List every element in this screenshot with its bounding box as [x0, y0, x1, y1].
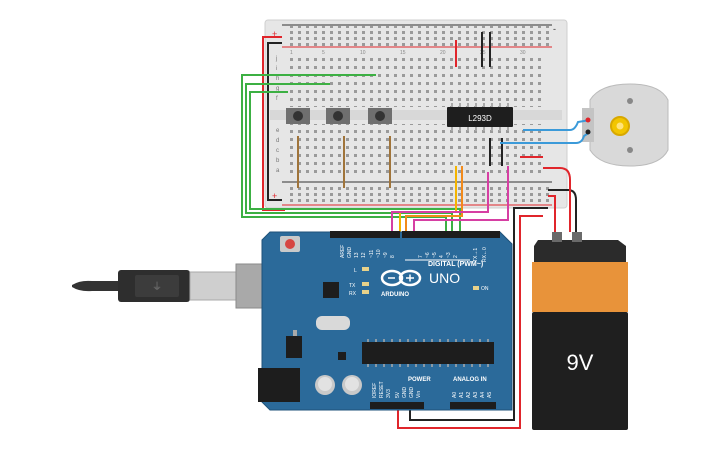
svg-text:3V3: 3V3 [386, 389, 392, 398]
pushbutton[interactable] [326, 108, 350, 124]
svg-text:~11: ~11 [369, 250, 375, 258]
column-number: 20 [440, 50, 446, 56]
digital-header-label: DIGITAL (PWM~) [428, 261, 483, 268]
center-channel [270, 110, 562, 120]
svg-text:A1: A1 [459, 392, 465, 398]
on-label: ON [481, 286, 489, 292]
battery-label: 9V [567, 350, 594, 375]
digital-pin-labels: AREF GND 13 12 ~11 ~10 ~9 8 7 ~6 ~5 4 ~3… [340, 245, 488, 262]
rail-minus-label: - [553, 24, 556, 34]
svg-text:~6: ~6 [425, 252, 431, 258]
l293d-chip[interactable]: L293D [447, 103, 513, 131]
svg-text:5V: 5V [395, 391, 401, 398]
svg-text:2: 2 [453, 255, 459, 258]
top-power-rail [288, 26, 550, 46]
led-rx-label: RX [349, 291, 357, 297]
wire-black[interactable] [267, 42, 282, 201]
breadboard: + - + - j i h g f e d c b a 1 5 10 15 20… [264, 19, 568, 209]
power-jack[interactable] [258, 368, 300, 402]
svg-text:7: 7 [418, 255, 424, 258]
pushbutton[interactable] [368, 108, 392, 124]
svg-text:~3: ~3 [446, 252, 452, 258]
wire-red[interactable] [548, 195, 556, 232]
arduino-logo [380, 269, 422, 287]
svg-text:RX←0: RX←0 [482, 247, 488, 262]
svg-text:A2: A2 [466, 392, 472, 398]
wire-magenta[interactable] [391, 172, 489, 232]
row-letter: a [276, 168, 280, 174]
row-letter: b [276, 158, 280, 164]
svg-text:AREF: AREF [340, 245, 346, 258]
analog-pin-labels: A0 A1 A2 A3 A4 A5 [452, 392, 493, 398]
column-number: 15 [400, 50, 406, 56]
led-l-label: L [354, 268, 357, 274]
wire-green[interactable] [241, 74, 447, 232]
row-letter: f [276, 96, 278, 102]
svg-text:~9: ~9 [383, 252, 389, 258]
wire-blue[interactable] [523, 119, 591, 131]
svg-text:A4: A4 [480, 392, 486, 398]
analog-header-label: ANALOG IN [453, 377, 487, 383]
wire-black[interactable] [409, 207, 548, 421]
svg-text:A3: A3 [473, 392, 479, 398]
svg-text:GND: GND [347, 247, 353, 259]
usb-cable[interactable]: ⏚ [72, 263, 265, 309]
svg-text:TX→1: TX→1 [473, 248, 479, 262]
svg-text:4: 4 [439, 255, 445, 258]
rail-plus-label: + [272, 29, 277, 39]
power-header-label: POWER [408, 377, 431, 383]
wire-red[interactable] [397, 215, 543, 429]
upper-terminal-strip [288, 55, 546, 107]
svg-text:IOREF: IOREF [372, 383, 378, 398]
wire-red[interactable] [543, 167, 571, 232]
row-letter: g [276, 86, 279, 92]
wire-black[interactable] [548, 189, 577, 232]
led-tx-label: TX [349, 283, 356, 289]
column-number: 30 [520, 50, 526, 56]
row-letter: c [276, 148, 279, 154]
svg-text:GND: GND [402, 387, 408, 399]
svg-text:A0: A0 [452, 392, 458, 398]
svg-text:GND: GND [409, 387, 415, 399]
row-letter: d [276, 138, 279, 144]
wire-blue[interactable] [500, 131, 591, 144]
column-number: 10 [360, 50, 366, 56]
model-label: UNO [429, 270, 460, 286]
arduino-uno[interactable]: AREF GND 13 12 ~11 ~10 ~9 8 7 ~6 ~5 4 ~3… [258, 231, 513, 411]
battery-9v[interactable]: 9V [532, 232, 628, 430]
column-number: 5 [322, 50, 325, 56]
column-number: 1 [290, 50, 293, 56]
svg-text:12: 12 [361, 252, 367, 258]
bottom-power-rail [288, 184, 550, 204]
svg-text:8: 8 [390, 255, 396, 258]
svg-text:13: 13 [354, 252, 360, 258]
svg-text:RESET: RESET [379, 381, 385, 398]
microcontroller-chip [362, 342, 494, 364]
wire-orange[interactable] [405, 166, 463, 232]
power-pin-labels: IOREF RESET 3V3 5V GND GND Vin [372, 381, 422, 398]
row-letter: i [276, 66, 277, 72]
svg-text:~5: ~5 [432, 252, 438, 258]
wire-magenta[interactable] [413, 166, 509, 232]
row-letter: h [276, 76, 279, 82]
ic-label: L293D [468, 114, 492, 123]
svg-text:A5: A5 [487, 392, 493, 398]
row-letter: e [276, 128, 280, 134]
svg-text:Vin: Vin [416, 391, 422, 398]
dc-motor[interactable] [582, 83, 669, 167]
pushbutton[interactable] [286, 108, 310, 124]
svg-text:~10: ~10 [376, 249, 382, 258]
row-letter: j [275, 56, 277, 62]
usb-icon: ⏚ [152, 281, 162, 293]
rail-plus-label-bottom: + [272, 191, 277, 201]
brand-label: ARDUINO [381, 292, 409, 298]
